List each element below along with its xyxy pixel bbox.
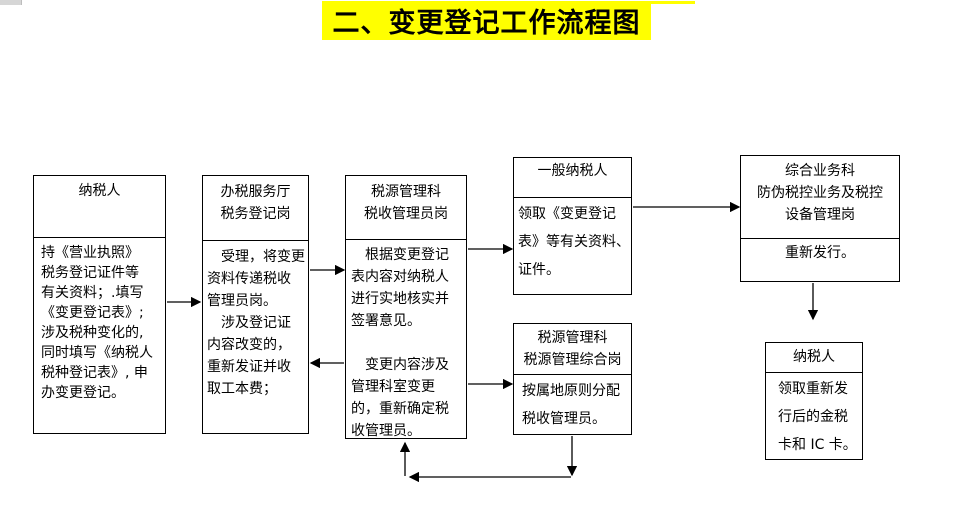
box-body: 根据变更登记 表内容对纳税人 进行实地核实并 签署意见。 变更内容涉及 管理科室… <box>351 247 449 439</box>
box-body: 按属地原则分配 税收管理员。 <box>522 383 620 427</box>
box-header: 税源管理科 税收管理员岗 <box>346 176 466 240</box>
box-header: 综合业务科 防伪税控业务及税控 设备管理岗 <box>741 156 899 239</box>
page-title: 二、变更登记工作流程图 <box>322 1 651 40</box>
box-header: 税源管理科 税源管理综合岗 <box>514 324 631 375</box>
flow-box-comprehensive-business: 综合业务科 防伪税控业务及税控 设备管理岗 重新发行。 <box>740 155 900 282</box>
flow-box-tax-service-hall: 办税服务厅 税务登记岗 受理，将变更 资料传递税收 管理员岗。 涉及登记证 内容… <box>202 175 309 434</box>
title-highlight-tail <box>651 1 695 4</box>
box-body: 重新发行。 <box>785 245 855 261</box>
box-body: 受理，将变更 资料传递税收 管理员岗。 涉及登记证 内容改变的， 重新发证并收 … <box>207 249 305 397</box>
box-body: 领取重新发 行后的金税 卡和 IC 卡。 <box>778 381 857 453</box>
box-header: 一般纳税人 <box>514 158 631 198</box>
flow-box-taxpayer-final: 纳税人 领取重新发 行后的金税 卡和 IC 卡。 <box>765 342 863 460</box>
box-header: 纳税人 <box>766 343 862 373</box>
box-header: 纳税人 <box>34 176 165 238</box>
box-body: 持《营业执照》 税务登记证件等 有关资料；.填写 《变更登记表》; 涉及税种变化… <box>41 245 153 401</box>
flow-box-tax-source-comprehensive: 税源管理科 税源管理综合岗 按属地原则分配 税收管理员。 <box>513 323 632 435</box>
flow-box-taxpayer-start: 纳税人 持《营业执照》 税务登记证件等 有关资料；.填写 《变更登记表》; 涉及… <box>33 175 166 434</box>
flow-box-general-taxpayer: 一般纳税人 领取《变更登记 表》等有关资料、 证件。 <box>513 157 632 295</box>
box-header: 办税服务厅 税务登记岗 <box>203 176 308 241</box>
top-left-scroll-fragment <box>0 0 22 5</box>
flow-box-tax-source-admin-clerk: 税源管理科 税收管理员岗 根据变更登记 表内容对纳税人 进行实地核实并 签署意见… <box>345 175 467 439</box>
box-body: 领取《变更登记 表》等有关资料、 证件。 <box>518 206 630 278</box>
